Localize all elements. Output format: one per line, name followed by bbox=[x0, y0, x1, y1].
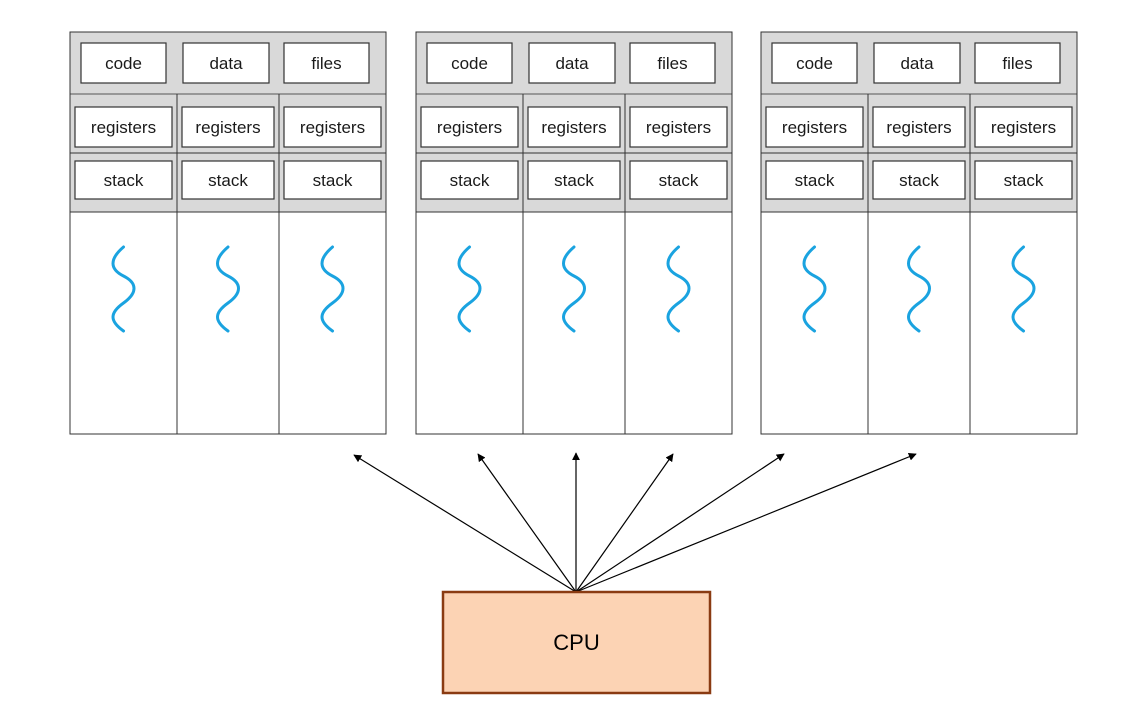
shared-files-label: files bbox=[1002, 54, 1032, 73]
cpu-group: CPU bbox=[441, 590, 712, 695]
stack-box bbox=[872, 160, 966, 200]
stack-label: stack bbox=[554, 171, 594, 190]
arrow-2 bbox=[477, 453, 577, 593]
thread-2: registers stack bbox=[872, 106, 966, 333]
shared-files-box bbox=[283, 42, 370, 84]
cpu-label: CPU bbox=[553, 630, 599, 655]
shared-files-label: files bbox=[311, 54, 341, 73]
registers-box bbox=[527, 106, 621, 148]
stack-box bbox=[420, 160, 519, 200]
registers-box bbox=[872, 106, 966, 148]
thread-3: registers stack bbox=[974, 106, 1073, 333]
arrow-1 bbox=[353, 454, 577, 593]
registers-label: registers bbox=[195, 118, 260, 137]
cpu-box bbox=[441, 590, 712, 695]
shared-data-box bbox=[873, 42, 961, 84]
thread-3: registers stack bbox=[283, 106, 382, 333]
stack-label: stack bbox=[659, 171, 699, 190]
process-1: code data files registers stack registers stac… bbox=[69, 31, 387, 435]
registers-box bbox=[765, 106, 864, 148]
stack-label: stack bbox=[313, 171, 353, 190]
process-border bbox=[760, 31, 1078, 435]
registers-box bbox=[629, 106, 728, 148]
thread-2: registers stack bbox=[527, 106, 621, 333]
registers-label: registers bbox=[886, 118, 951, 137]
process-2: code data files registers stack registers stac… bbox=[415, 31, 733, 435]
stack-label: stack bbox=[795, 171, 835, 190]
stack-box bbox=[527, 160, 621, 200]
stack-box bbox=[181, 160, 275, 200]
registers-box bbox=[974, 106, 1073, 148]
thread-icon bbox=[216, 245, 240, 333]
stack-label: stack bbox=[899, 171, 939, 190]
thread-execution-area bbox=[69, 211, 387, 435]
registers-label: registers bbox=[646, 118, 711, 137]
shared-code-label: code bbox=[451, 54, 488, 73]
registers-label: registers bbox=[541, 118, 606, 137]
stack-label: stack bbox=[208, 171, 248, 190]
stack-box bbox=[629, 160, 728, 200]
stack-box bbox=[765, 160, 864, 200]
shared-data-label: data bbox=[900, 54, 934, 73]
shared-code-box bbox=[426, 42, 513, 84]
registers-box bbox=[181, 106, 275, 148]
thread-execution-area bbox=[760, 211, 1078, 435]
shared-code-label: code bbox=[105, 54, 142, 73]
registers-label: registers bbox=[782, 118, 847, 137]
stack-box bbox=[74, 160, 173, 200]
thread-icon bbox=[111, 245, 136, 333]
thread-1: registers stack bbox=[420, 106, 519, 333]
thread-icon bbox=[1011, 245, 1036, 333]
thread-execution-area bbox=[415, 211, 733, 435]
registers-label: registers bbox=[300, 118, 365, 137]
registers-label: registers bbox=[991, 118, 1056, 137]
thread-2: registers stack bbox=[181, 106, 275, 333]
shared-files-box bbox=[974, 42, 1061, 84]
thread-icon bbox=[907, 245, 931, 333]
process-3: code data files registers stack registers stac… bbox=[760, 31, 1078, 435]
process-border bbox=[415, 31, 733, 435]
shared-data-label: data bbox=[555, 54, 589, 73]
thread-icon bbox=[562, 245, 586, 333]
registers-box bbox=[283, 106, 382, 148]
thread-1: registers stack bbox=[74, 106, 173, 333]
shared-data-box bbox=[182, 42, 270, 84]
shared-files-label: files bbox=[657, 54, 687, 73]
registers-label: registers bbox=[437, 118, 502, 137]
arrow-6 bbox=[575, 453, 917, 593]
thread-icon bbox=[320, 245, 345, 333]
processes-group: code data files registers stack registers stac… bbox=[69, 31, 1078, 435]
thread-icon bbox=[457, 245, 482, 333]
process-border bbox=[69, 31, 387, 435]
shared-code-box bbox=[771, 42, 858, 84]
stack-label: stack bbox=[1004, 171, 1044, 190]
shared-data-label: data bbox=[209, 54, 243, 73]
thread-icon bbox=[802, 245, 827, 333]
arrow-4 bbox=[575, 453, 674, 593]
scheduling-arrows bbox=[353, 452, 917, 593]
registers-box bbox=[74, 106, 173, 148]
shared-code-label: code bbox=[796, 54, 833, 73]
stack-box bbox=[974, 160, 1073, 200]
registers-label: registers bbox=[91, 118, 156, 137]
shared-code-box bbox=[80, 42, 167, 84]
stack-label: stack bbox=[104, 171, 144, 190]
stack-label: stack bbox=[450, 171, 490, 190]
arrow-5 bbox=[575, 453, 785, 593]
shared-data-box bbox=[528, 42, 616, 84]
thread-1: registers stack bbox=[765, 106, 864, 333]
stack-box bbox=[283, 160, 382, 200]
registers-box bbox=[420, 106, 519, 148]
thread-icon bbox=[666, 245, 691, 333]
shared-files-box bbox=[629, 42, 716, 84]
thread-3: registers stack bbox=[629, 106, 728, 333]
